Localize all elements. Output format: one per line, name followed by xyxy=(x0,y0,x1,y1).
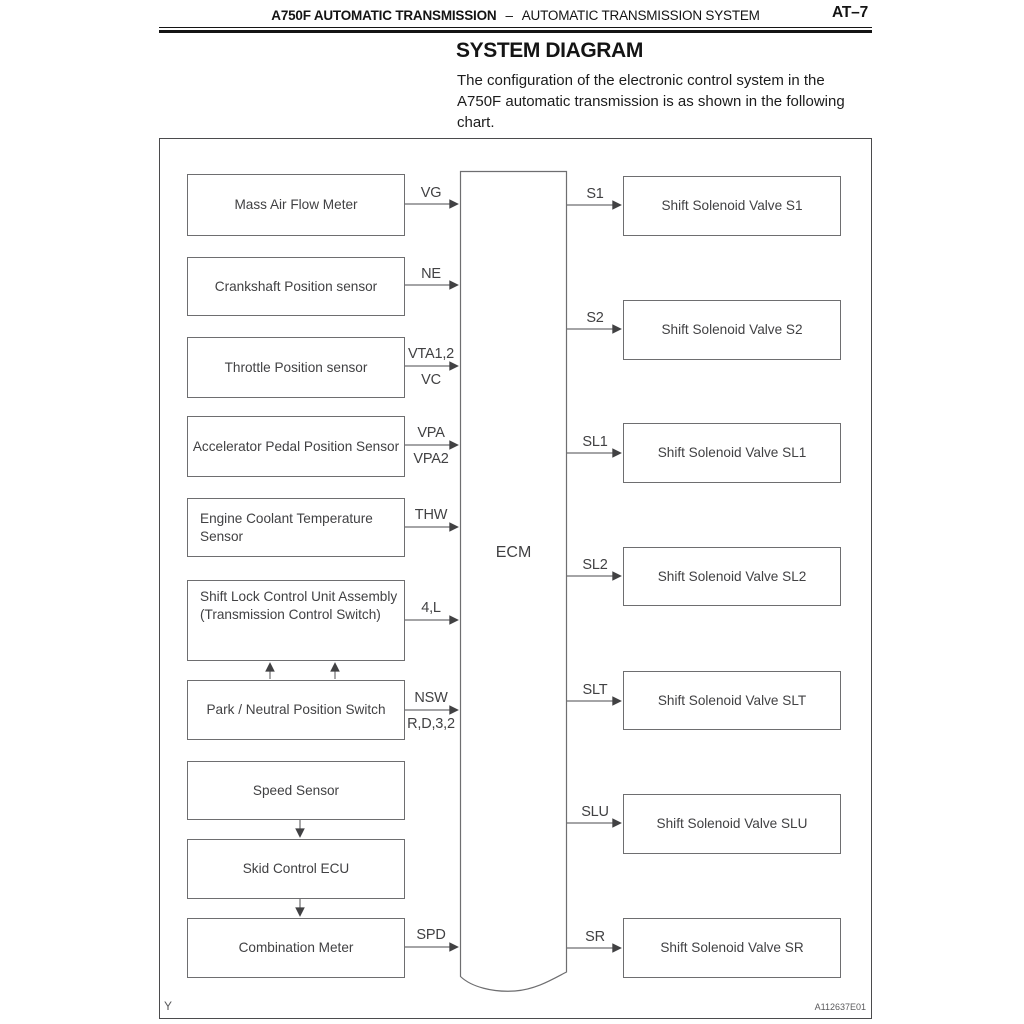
ecm-label: ECM xyxy=(495,544,532,561)
ecm-box-outline xyxy=(459,170,568,992)
header-title: A750F AUTOMATIC TRANSMISSION–AUTOMATIC T… xyxy=(159,8,872,23)
node-label: Throttle Position sensor xyxy=(224,359,368,375)
node-mass-air-flow-meter: Mass Air Flow Meter xyxy=(187,174,405,236)
signal-sl2: SL2 xyxy=(582,557,608,573)
signal-vc: VC xyxy=(421,372,441,388)
signal-ne: NE xyxy=(421,266,441,282)
node-shift-solenoid-valve-sr: Shift Solenoid Valve SR xyxy=(623,918,841,978)
node-shift-solenoid-valve-s2: Shift Solenoid Valve S2 xyxy=(623,300,841,360)
node-combination-meter: Combination Meter xyxy=(187,918,405,978)
node-park-neutral-position-switch: Park / Neutral Position Switch xyxy=(187,680,405,740)
node-shift-solenoid-valve-sl2: Shift Solenoid Valve SL2 xyxy=(623,547,841,606)
node-label: Skid Control ECU xyxy=(242,861,350,876)
node-label: Shift Solenoid Valve SL1 xyxy=(657,445,807,460)
node-engine-coolant-temperature-sensor: Engine Coolant Temperature Sensor xyxy=(187,498,405,557)
node-label: Speed Sensor xyxy=(252,782,340,798)
signal-vg: VG xyxy=(420,185,442,201)
description-line: A750F automatic transmission is as shown… xyxy=(457,93,845,110)
section-title: SYSTEM DIAGRAM xyxy=(456,39,643,62)
node-label: Engine Coolant Temperature xyxy=(200,510,373,526)
header-title-rest: AUTOMATIC TRANSMISSION SYSTEM xyxy=(521,8,760,23)
signal-spd: SPD xyxy=(416,927,446,943)
header-rule-thick xyxy=(159,30,872,33)
node-label: Combination Meter xyxy=(238,940,354,955)
signal-vpa2: VPA2 xyxy=(413,451,449,467)
signal-s1: S1 xyxy=(586,186,604,202)
node-label: Shift Solenoid Valve S2 xyxy=(661,322,803,337)
node-label: Shift Solenoid Valve SLT xyxy=(657,692,807,708)
signal-sl1: SL1 xyxy=(582,434,608,450)
node-label: Sensor xyxy=(200,528,244,544)
node-label: Mass Air Flow Meter xyxy=(234,197,358,212)
signal-4l: 4,L xyxy=(421,600,441,616)
node-throttle-position-sensor: Throttle Position sensor xyxy=(187,337,405,398)
signal-slt: SLT xyxy=(582,682,608,698)
description-line: chart. xyxy=(457,114,495,131)
node-label: Shift Lock Control Unit Assembly xyxy=(200,589,398,604)
signal-rd32: R,D,3,2 xyxy=(407,716,455,732)
node-label: Park / Neutral Position Switch xyxy=(206,702,386,717)
signal-slu: SLU xyxy=(581,804,609,820)
node-label: Crankshaft Position sensor xyxy=(214,278,378,294)
node-accelerator-pedal-position-sensor: Accelerator Pedal Position Sensor xyxy=(187,416,405,477)
node-label: Shift Solenoid Valve SL2 xyxy=(657,568,807,584)
signal-vpa: VPA xyxy=(417,425,445,441)
page-number: AT–7 xyxy=(832,4,868,21)
header-title-separator: – xyxy=(505,8,513,23)
node-shift-lock-control-unit: Shift Lock Control Unit Assembly (Transm… xyxy=(187,580,405,661)
header-rule-thin xyxy=(159,27,872,28)
description-line: The configuration of the electronic cont… xyxy=(457,72,825,89)
signal-vta12: VTA1,2 xyxy=(407,346,455,362)
signal-thw: THW xyxy=(414,507,448,523)
node-speed-sensor: Speed Sensor xyxy=(187,761,405,820)
node-shift-solenoid-valve-slu: Shift Solenoid Valve SLU xyxy=(623,794,841,854)
node-label: Accelerator Pedal Position Sensor xyxy=(192,438,400,454)
header-title-bold: A750F AUTOMATIC TRANSMISSION xyxy=(271,8,497,23)
node-shift-solenoid-valve-slt: Shift Solenoid Valve SLT xyxy=(623,671,841,730)
node-label: Shift Solenoid Valve S1 xyxy=(661,198,803,213)
node-crankshaft-position-sensor: Crankshaft Position sensor xyxy=(187,257,405,316)
node-shift-solenoid-valve-sl1: Shift Solenoid Valve SL1 xyxy=(623,423,841,483)
signal-sr: SR xyxy=(585,929,605,945)
node-shift-solenoid-valve-s1: Shift Solenoid Valve S1 xyxy=(623,176,841,236)
node-label: (Transmission Control Switch) xyxy=(200,607,381,622)
footer-left-label: Y xyxy=(164,999,173,1013)
signal-s2: S2 xyxy=(586,310,604,326)
node-label: Shift Solenoid Valve SR xyxy=(660,940,804,955)
section-description: The configuration of the electronic cont… xyxy=(457,70,877,133)
node-skid-control-ecu: Skid Control ECU xyxy=(187,839,405,899)
figure-code: A112637E01 xyxy=(814,1002,866,1012)
signal-nsw: NSW xyxy=(414,690,448,706)
node-label: Shift Solenoid Valve SLU xyxy=(656,816,808,831)
